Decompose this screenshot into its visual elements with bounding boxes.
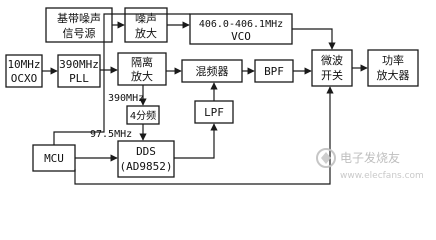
block-bpf: BPF [254,59,294,83]
block-mcu: MCU [32,144,76,172]
block-microwave-switch: 微波 开关 [311,49,353,87]
block-mixer: 混频器 [181,59,243,83]
block-pll: 390MHz PLL [57,54,101,88]
edge-dds-lpf [174,123,218,159]
block-vco: 406.0-406.1MHz VCO [189,13,293,45]
isolation-amp-label-1: 隔离 [131,55,153,69]
dds-label-2: (AD9852) [120,160,173,173]
noise-source-label-2: 信号源 [63,26,96,40]
block-diagram: 10MHz OCXO 390MHz PLL 基带噪声 信号源 噪声 放大 406… [5,7,424,185]
label-390mhz: 390MHz [108,93,144,104]
watermark-url: www.elecfans.com [340,171,424,181]
block-noise-source: 基带噪声 信号源 [45,7,113,43]
block-power-amp: 功率 放大器 [367,49,419,87]
block-noise-amp: 噪声 放大 [124,7,168,43]
noise-amp-label-1: 噪声 [135,11,157,25]
vco-label-2: VCO [231,30,251,43]
vco-label-1: 406.0-406.1MHz [199,19,283,30]
isolation-amp-label-2: 放大 [131,69,153,83]
watermark-text: 电子发烧友 [340,150,400,165]
block-divider: 4分频 [126,105,160,125]
edge-mcu-control [53,13,190,145]
watermark-logo-mark-icon [321,152,331,164]
watermark-logo-icon [316,148,336,168]
microwave-switch-label-2: 开关 [321,68,343,82]
mcu-label: MCU [44,152,64,165]
divider-label: 4分频 [130,109,156,122]
edge-mcu-switch [74,86,334,185]
lpf-label: LPF [204,106,224,119]
mixer-label: 混频器 [196,64,229,78]
noise-source-label-1: 基带噪声 [57,11,101,25]
ocxo-label-1: 10MHz [7,58,40,71]
ocxo-label-2: OCXO [11,72,38,85]
edge-vco-switch [292,28,336,50]
pll-label-2: PLL [69,72,89,85]
block-isolation-amp: 隔离 放大 [117,52,167,86]
watermark: 电子发烧友 www.elecfans.com [316,148,424,181]
dds-label-1: DDS [136,145,156,158]
noise-amp-label-2: 放大 [135,26,157,40]
block-dds: DDS (AD9852) [117,140,175,178]
label-97-5mhz: 97.5MHz [90,129,132,140]
block-ocxo: 10MHz OCXO [5,54,43,88]
pll-label-1: 390MHz [59,58,99,71]
power-amp-label-2: 放大器 [377,68,410,82]
microwave-switch-label-1: 微波 [321,53,343,67]
block-lpf: LPF [194,100,234,124]
power-amp-label-1: 功率 [382,53,404,67]
bpf-label: BPF [264,65,284,78]
